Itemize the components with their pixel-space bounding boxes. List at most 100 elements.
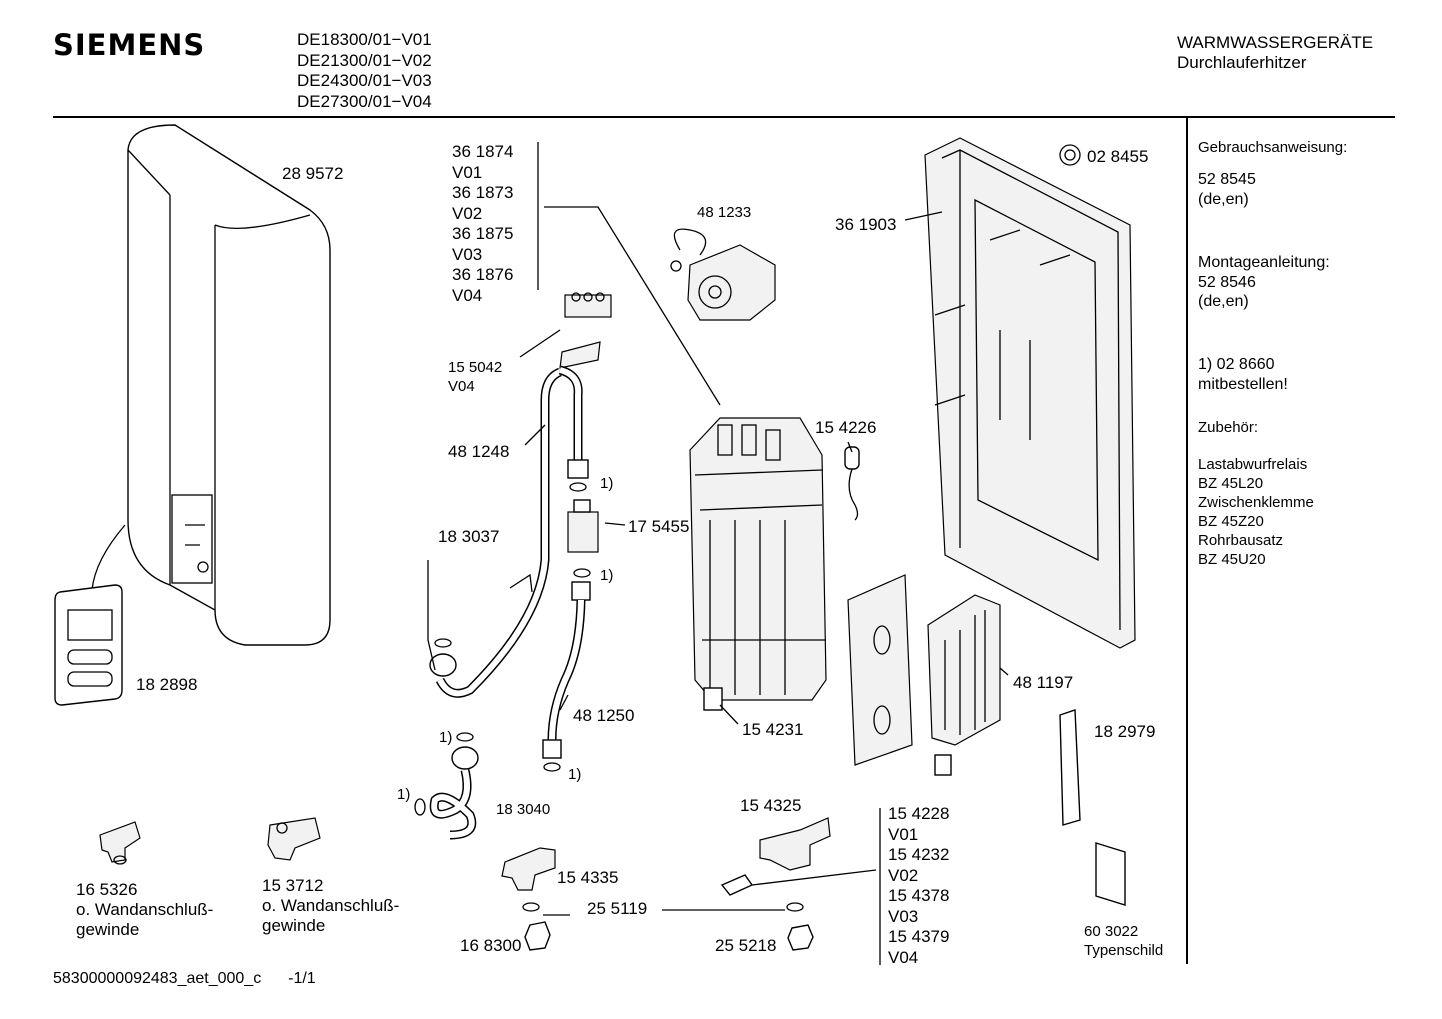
- part-label: 16 5326: [76, 880, 138, 899]
- variant-part: 15 4378: [888, 886, 950, 905]
- variant-part: 15 4232: [888, 845, 950, 864]
- part-desc: Typenschild: [1084, 942, 1164, 959]
- doc-id: 58300000092483_aet_000_c: [53, 970, 262, 987]
- sidebar-divider: [1186, 118, 1188, 964]
- variant-code: V03: [452, 244, 483, 264]
- footer-doc-id: 58300000092483_aet_000_c -1/1: [53, 970, 316, 988]
- pipe-drawing: [429, 365, 589, 698]
- part-label: 18 3040: [496, 801, 551, 818]
- part-label: 18 2898: [136, 675, 198, 694]
- variant-code: V01: [452, 162, 483, 182]
- part-label: 15 5042: [448, 359, 503, 376]
- part-label: 18 3037: [438, 527, 500, 546]
- part-label: 16 8300: [460, 936, 522, 955]
- variant-code: V02: [888, 865, 919, 885]
- accessory-item: Zwischenklemme: [1198, 494, 1314, 511]
- header-divider: [53, 116, 1395, 118]
- variant-part: 36 1874: [452, 142, 514, 161]
- variant-part: 36 1876: [452, 265, 514, 284]
- part-label-group: 15 5042 V04: [448, 358, 502, 396]
- part-label: 48 1233: [697, 204, 752, 221]
- part-label: 18 2979: [1094, 722, 1156, 741]
- part-label-group: 60 3022 Typenschild: [1084, 922, 1163, 960]
- category-title: WARMWASSERGERÄTE: [1177, 33, 1374, 52]
- sensor-drawing: [844, 446, 860, 521]
- manual-number: 52 8545: [1198, 171, 1256, 188]
- accessory-item: BZ 45L20: [1198, 475, 1264, 492]
- note-ref: 1): [397, 786, 411, 803]
- part-desc: gewinde: [262, 916, 326, 935]
- front-cover-drawing: [127, 124, 331, 646]
- model-number: DE27300/01−V04: [297, 91, 432, 111]
- model-number: DE24300/01−V03: [297, 71, 432, 90]
- fitting-15-4325-drawing: [720, 817, 831, 896]
- part-label: 15 3712: [262, 876, 324, 895]
- part-desc: gewinde: [76, 920, 140, 939]
- brand-logo: SIEMENS: [53, 28, 206, 62]
- part-label: 48 1250: [573, 706, 635, 725]
- variant-code: V02: [452, 203, 483, 223]
- part-label: 60 3022: [1084, 923, 1139, 940]
- wall-fitting-15-3712-drawing: [267, 817, 321, 861]
- remote-control-drawing: [54, 524, 126, 706]
- thermostat-drawing: [670, 228, 776, 321]
- model-list: DE18300/01−V01 DE21300/01−V02 DE24300/01…: [297, 30, 432, 112]
- part-label: 25 5119: [587, 899, 648, 918]
- pipe-18-3040-drawing: [414, 732, 479, 840]
- part-label: 28 9572: [282, 164, 344, 183]
- product-category: WARMWASSERGERÄTE Durchlauferhitzer: [1177, 33, 1373, 73]
- page-number: -1/1: [288, 970, 316, 987]
- model-number: DE21300/01−V02: [297, 50, 432, 70]
- part-label: 48 1197: [1013, 673, 1074, 692]
- back-panel-drawing: [924, 137, 1136, 649]
- install-lang: (de,en): [1198, 293, 1249, 310]
- cover-strip-drawing: [1059, 709, 1081, 826]
- variant-code: V04: [448, 378, 475, 395]
- accessory-item: BZ 45Z20: [1198, 513, 1264, 530]
- variant-code: V03: [888, 906, 919, 926]
- heater-variant-list: 36 1874 V01 36 1873 V02 36 1875 V03 36 1…: [452, 142, 513, 306]
- part-label: 15 4335: [557, 868, 619, 887]
- accessories-label: Zubehör:: [1198, 419, 1259, 436]
- wall-fitting-16-5326-drawing: [99, 821, 141, 865]
- part-label: 48 1248: [448, 442, 510, 461]
- part-desc: o. Wandanschluß-: [262, 896, 400, 915]
- model-number: DE18300/01−V01: [297, 30, 432, 49]
- part-label: 15 4226: [815, 418, 877, 437]
- accessory-item: BZ 45U20: [1198, 551, 1266, 568]
- part-label-group: 15 3712 o. Wandanschluß- gewinde: [262, 876, 399, 936]
- accessory-item: Rohrbausatz: [1198, 532, 1284, 549]
- note-ref: 1): [600, 567, 614, 584]
- valve-variant-list: 15 4228 V01 15 4232 V02 15 4378 V03 15 4…: [888, 804, 949, 968]
- note-ref: 1): [439, 729, 453, 746]
- part-label-group: 16 5326 o. Wandanschluß- gewinde: [76, 880, 213, 940]
- manual-info: 52 8545 (de,en): [1198, 170, 1256, 209]
- category-subtitle: Durchlauferhitzer: [1177, 53, 1307, 72]
- note-ref: 1): [568, 766, 582, 783]
- valve-drawing: [567, 499, 599, 578]
- variant-part: 15 4228: [888, 804, 950, 823]
- variant-code: V04: [888, 947, 919, 967]
- variant-part: 15 4379: [888, 927, 950, 946]
- pipe-48-1250-drawing: [542, 581, 591, 772]
- part-label: 02 8455: [1087, 147, 1149, 166]
- variant-code: V04: [452, 285, 483, 305]
- fitting-15-4335-drawing: [501, 847, 556, 891]
- accessory-item: Lastabwurfrelais: [1198, 456, 1308, 473]
- note-ref: 1): [600, 475, 614, 492]
- part-label: 15 4231: [742, 720, 804, 739]
- electronics-module-drawing: [927, 594, 1001, 776]
- part-desc: o. Wandanschluß-: [76, 900, 214, 919]
- part-label: 15 4325: [740, 796, 802, 815]
- order-note-line: 1) 02 8660: [1198, 356, 1275, 373]
- variant-part: 36 1875: [452, 224, 514, 243]
- type-plate-drawing: [1095, 842, 1126, 906]
- variant-part: 36 1873: [452, 183, 514, 202]
- install-number: 52 8546: [1198, 273, 1256, 291]
- install-label: Montageanleitung:: [1198, 254, 1330, 271]
- mounting-bracket-drawing: [847, 574, 913, 766]
- order-note: 1) 02 8660 mitbestellen!: [1198, 355, 1288, 394]
- part-label: 36 1903: [835, 215, 897, 234]
- manual-label: Gebrauchsanweisung:: [1198, 139, 1348, 156]
